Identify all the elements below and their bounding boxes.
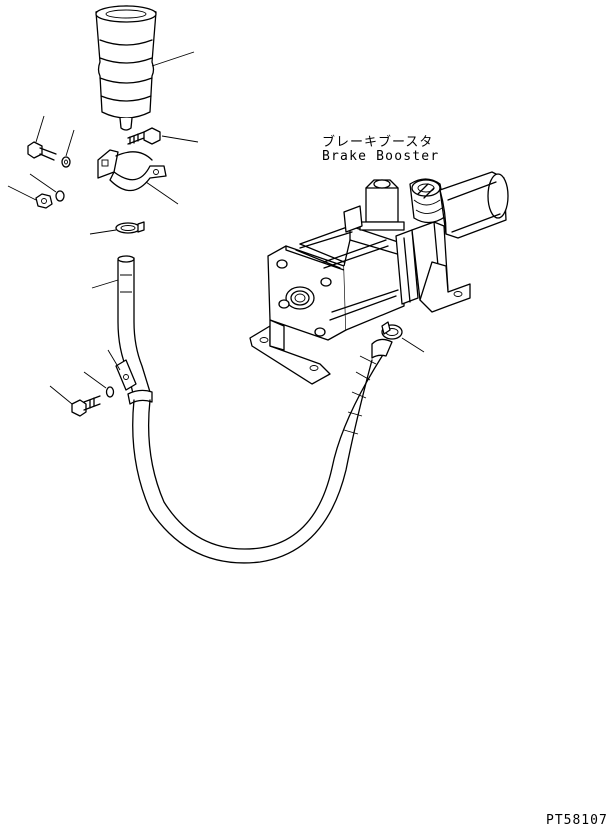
brake-booster [249,171,509,385]
bolt-lower [71,395,101,417]
leader-washer-lower [83,371,107,389]
tank-band-bracket [97,149,167,192]
lock-washer [55,190,65,202]
leader-bolt-upper [161,135,199,143]
hose-clamp-upper [115,221,145,234]
leader-clamp-lower [401,337,425,353]
drawing-code: PT58107 [546,813,608,828]
washer-lower [105,386,115,398]
washer [61,156,71,168]
leader-bolt-left [35,115,45,143]
reservoir-tank [95,5,157,131]
leader-lock-washer [29,173,57,193]
bolt-upper [127,127,161,145]
hose-clamp-lower [381,321,403,340]
brake-booster-label-en: Brake Booster [322,149,440,164]
leader-clamp-upper [89,229,117,235]
leader-clip [107,349,121,371]
leader-pipe [91,279,119,289]
leader-tank [151,51,195,67]
leader-bolt-lower [49,385,73,405]
leader-band [145,181,179,205]
leader-nut [7,185,37,201]
hose [132,338,393,564]
nut [35,193,53,209]
bolt-left [27,141,57,161]
leader-washer [65,129,75,157]
brake-booster-label-jp: ブレーキブースタ [322,135,434,150]
